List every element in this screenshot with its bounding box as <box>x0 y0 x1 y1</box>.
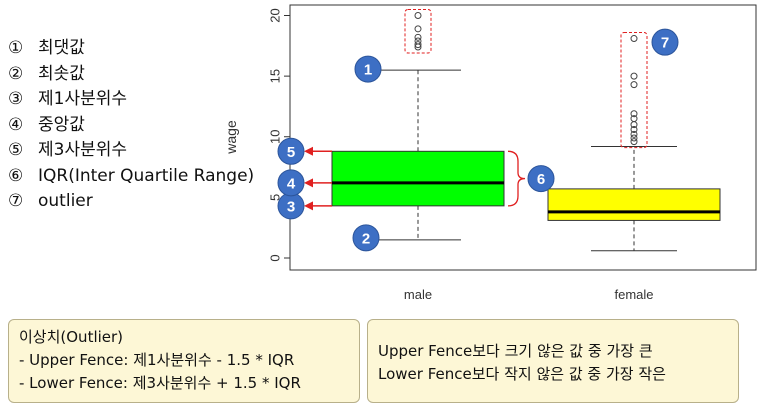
legend-label: 최솟값 <box>38 63 85 84</box>
callout-marker-1 <box>354 55 382 83</box>
legend-item-7: ⑦ outlier <box>8 189 254 215</box>
callout-marker-label: 1 <box>364 62 372 79</box>
outlier-point <box>630 81 638 89</box>
y-axis-label: wage <box>223 120 239 155</box>
legend-number: ② <box>8 63 24 84</box>
legend-number: ⑤ <box>8 140 24 160</box>
iqr-brace <box>507 150 526 207</box>
legend-number: ① <box>8 38 24 58</box>
legend-item-1: ① 최댓값 <box>8 36 254 62</box>
outlier-highlight-female <box>620 32 648 149</box>
note-title: 이상치(Outlier) <box>19 328 124 346</box>
plot-frame <box>289 4 757 271</box>
legend-number: ⑦ <box>8 191 24 211</box>
whisker-definition-note: Upper Fence보다 크기 않은 값 중 가장 큰 Lower Fence… <box>367 319 739 403</box>
legend-label: 최댓값 <box>38 38 85 58</box>
legend-item-4: ④ 중앙값 <box>8 113 254 139</box>
callout-marker-label: 3 <box>287 198 295 215</box>
callout-marker-label: 4 <box>287 175 296 192</box>
whisker-upper-text: Upper Fence보다 크기 않은 값 중 가장 큰 <box>378 342 653 360</box>
y-tick-label: 5 <box>267 194 282 201</box>
callout-marker-label: 5 <box>287 144 295 161</box>
legend-label: 제1사분위수 <box>38 89 128 109</box>
outlier-highlight-male <box>404 9 432 54</box>
y-tick-label: 15 <box>267 69 282 83</box>
legend-number: ⑥ <box>8 165 24 186</box>
outlier-point <box>630 35 638 43</box>
callout-marker-label: 6 <box>537 171 545 188</box>
callout-marker-4 <box>277 169 305 197</box>
callout-marker-7 <box>651 28 679 56</box>
legend-number: ③ <box>8 89 24 109</box>
legend-item-3: ③ 제1사분위수 <box>8 87 254 113</box>
legend-label: 중앙값 <box>38 114 85 135</box>
legend-label: outlier <box>38 191 93 211</box>
outlier-point <box>630 130 638 138</box>
whisker-lower-text: Lower Fence보다 작지 않은 값 중 가장 작은 <box>378 365 666 383</box>
pointer-arrowhead <box>304 146 313 156</box>
legend-item-2: ② 최솟값 <box>8 62 254 88</box>
upper-fence-text: - Upper Fence: 제1사분위수 - 1.5 * IQR <box>19 351 295 369</box>
legend-list: ① 최댓값 ② 최솟값 ③ 제1사분위수 ④ 중앙값 ⑤ 제3사분위수 ⑥ IQR(Inte… <box>8 36 254 215</box>
legend-item-5: ⑤ 제3사분위수 <box>8 138 254 164</box>
y-tick-label: 20 <box>267 8 282 22</box>
outlier-point <box>414 37 422 45</box>
outlier-point <box>414 33 422 41</box>
outlier-point <box>414 25 422 33</box>
outlier-point <box>630 110 638 118</box>
outlier-point <box>630 138 638 146</box>
callout-marker-5 <box>277 137 305 165</box>
iqr-box <box>547 188 721 221</box>
legend-item-6: ⑥ IQR(Inter Quartile Range) <box>8 164 254 190</box>
pointer-arrowhead <box>304 201 313 211</box>
outlier-point <box>414 12 422 19</box>
outlier-point <box>630 72 638 80</box>
callout-marker-label: 2 <box>362 230 370 247</box>
x-tick-label: male <box>404 287 432 302</box>
pointer-arrowhead <box>304 178 313 188</box>
x-tick-label: female <box>614 287 653 302</box>
iqr-box <box>331 150 505 207</box>
legend-label: 제3사분위수 <box>38 140 128 160</box>
lower-fence-text: - Lower Fence: 제3사분위수 + 1.5 * IQR <box>19 374 301 392</box>
legend-number: ④ <box>8 114 24 135</box>
callout-marker-label: 7 <box>661 35 669 52</box>
outlier-point <box>630 134 638 142</box>
outlier-point <box>630 115 638 123</box>
outlier-point <box>414 41 422 49</box>
y-tick-label: 0 <box>267 254 282 261</box>
callout-marker-2 <box>352 224 380 252</box>
callout-marker-6 <box>527 165 555 193</box>
y-tick-label: 10 <box>267 130 282 144</box>
legend-label: IQR(Inter Quartile Range) <box>38 165 255 186</box>
outlier-definition-note: 이상치(Outlier) - Upper Fence: 제1사분위수 - 1.5… <box>8 319 360 403</box>
outlier-point <box>630 125 638 133</box>
